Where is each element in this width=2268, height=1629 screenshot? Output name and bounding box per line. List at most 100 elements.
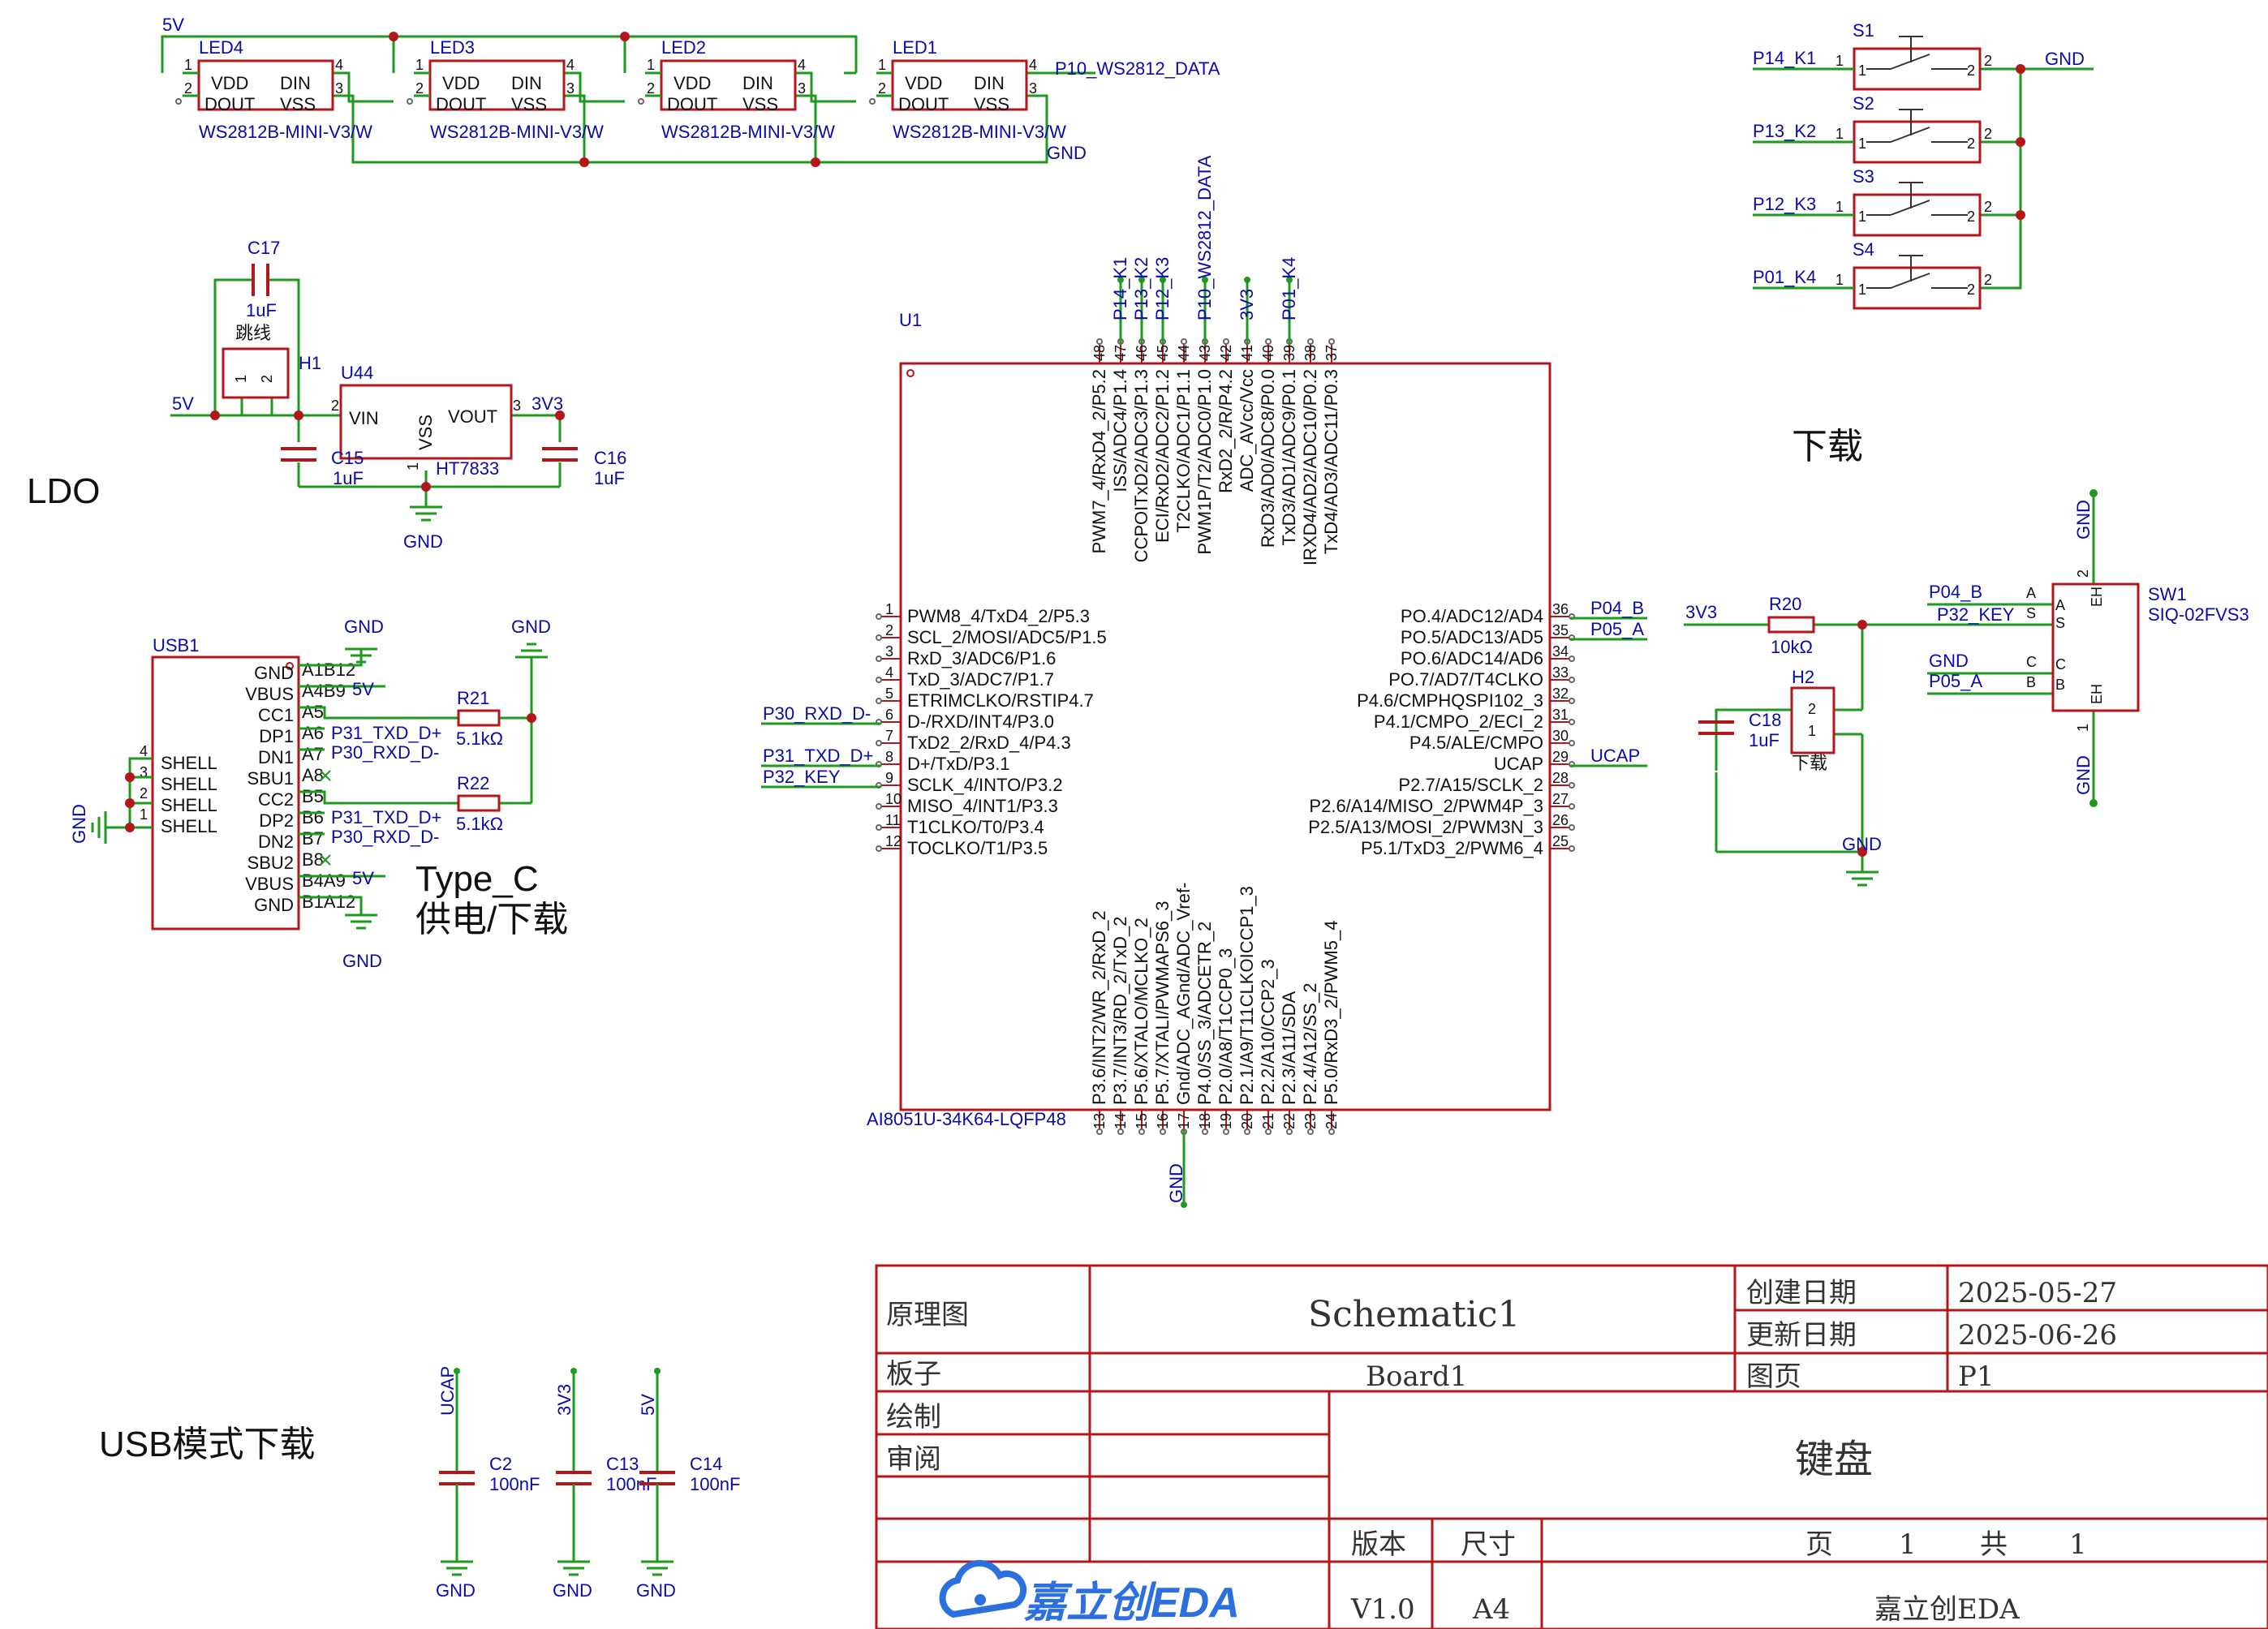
u1-part: AI8051U-34K64-LQFP48 [867,1109,1066,1129]
sw1-pin-c-out: C [2026,654,2037,670]
mcu-pin-name: SCL_2/MOSI/ADC5/P1.5 [907,627,1107,647]
sw1-pin-a-out: A [2026,585,2036,601]
mcu-pin-name: PO.6/ADC14/AD6 [1401,648,1543,668]
mcu-pin-num: 44 [1176,345,1192,361]
tb-schematic: Schematic1 [1308,1294,1521,1335]
usb-vbus-net-top: 5V [352,679,374,699]
led-pinnum-4: 4 [335,57,343,73]
mcu-pin-name: P2.5/A13/MOSI_2/PWM3N_3 [1308,817,1543,837]
usb-shell-name: SHELL [161,774,217,794]
mcu-pin-num: 15 [1134,1113,1150,1129]
usb-shell-name: SHELL [161,795,217,815]
led-pinnum-2: 2 [647,80,655,97]
usb-pin-number: B8 [302,849,324,870]
u44-vin: VIN [349,408,379,428]
tb-label-version: 版本 [1351,1528,1406,1561]
tb-label-board: 板子 [886,1358,941,1390]
usb-pin-name: CC1 [258,705,294,725]
usb-pin-name: VBUS [245,874,294,894]
mcu-pin-name: PWM1P/T2/ADC0/P1.0 [1194,369,1215,555]
dl-p05a: P05_A [1929,671,1982,691]
mcu-pin-net: P14_K1 [1110,257,1130,320]
mcu-pin-num: 23 [1302,1113,1319,1129]
mcu-pin-name: P4.6/CMPHQSPI102_3 [1357,690,1543,711]
usb-pin-number: A6 [302,723,324,743]
tb-size: A4 [1472,1593,1510,1626]
usb-pin-number: A7 [302,744,324,764]
led-ref: LED2 [661,37,706,58]
mcu-pin-name: P3.6/INT2/WR_2/RxD_2 [1089,910,1109,1105]
switch-net: P12_K3 [1753,194,1816,214]
mcu-pin-net: P30_RXD_D- [763,703,871,724]
download-circuit: 3V3 R20 10kΩ C18 1uF H2 2 1 下载 GND SW1 S… [1684,489,2249,887]
section-typec: Type_C [415,859,539,899]
led-pinnum-4: 4 [798,57,806,73]
sw1-pin-a: A [2055,597,2065,613]
mcu-pin-num: 12 [885,833,902,849]
h2-pin2: 2 [1808,701,1816,717]
r20-value: 10kΩ [1771,637,1813,657]
usb-pin: GND A1B12 [254,660,355,683]
tb-label-page: 图页 [1746,1360,1801,1393]
tb-updated: 2025-06-26 [1958,1319,2117,1352]
led-pinnum-3: 3 [335,80,343,97]
switch-pin1: 1 [1835,272,1844,288]
mcu-pin-name: TxD2_2/RxD_4/P4.3 [907,733,1071,753]
mcu-pin-num: 4 [885,664,893,681]
switch-net: P01_K4 [1753,267,1816,287]
led-pin-din: DIN [280,73,311,93]
mcu-pin-name: P2.1/A9/T11CLKOICCP1_3 [1237,886,1257,1105]
sw1-pin-s: S [2055,615,2065,631]
sw1-part: SIQ-02FVS3 [2148,604,2249,625]
led-pinnum-3: 3 [798,80,806,97]
ldo-in-net: 5V [172,393,194,414]
mcu-pin-name: ETRIMCLKO/RSTIP4.7 [907,690,1094,711]
mcu-pin-name: T1CLKO/T0/P3.4 [907,817,1044,837]
usb-pin-name: SBU1 [247,768,294,789]
switch-ref: S1 [1853,20,1874,41]
led-ref: LED1 [893,37,937,58]
usb-gnd-top: GND [344,617,384,637]
led-pinnum-2: 2 [878,80,886,97]
mcu-pin-name: SCLK_4/INTO/P3.2 [907,775,1063,795]
c18-value: 1uF [1749,730,1780,750]
c17-ref: C17 [247,238,280,258]
mcu-pin-name: P2.6/A14/MISO_2/PWM4P_3 [1309,796,1543,816]
led-pin-dout: DOUT [667,94,717,114]
led-pinnum-3: 3 [566,80,575,97]
led-pin-vss: VSS [974,94,1009,114]
tb-page: P1 [1958,1360,1995,1393]
sw1-eh-top: EH [2089,587,2105,607]
sw1-pin1: 1 [2075,724,2091,732]
decoupling-gnd: GND [436,1580,476,1601]
led-part: WS2812B-MINI-V3/W [893,122,1066,142]
usb-shell-gnd: GND [69,804,89,844]
mcu-pin-net: P32_KEY [763,767,841,787]
mcu-pin-name: P4.0/SS_3/ADCETR_2 [1194,922,1215,1105]
usb-pin-number: B1A12 [302,892,355,912]
usb-shell-num: 2 [140,785,148,802]
ldo-out-net: 3V3 [531,393,563,414]
mcu-pin-name: D+/TxD/P3.1 [907,754,1010,774]
tb-created: 2025-05-27 [1958,1277,2117,1309]
u44-part: HT7833 [436,458,499,479]
led-pinnum-1: 1 [184,57,192,73]
switch-ref: S2 [1853,93,1874,114]
usb-pin-number: A1B12 [302,660,355,680]
usb-pin-name: GND [254,663,294,683]
sw1-pin-b-out: B [2026,674,2036,690]
switch-inner-pin2: 2 [1967,208,1975,225]
